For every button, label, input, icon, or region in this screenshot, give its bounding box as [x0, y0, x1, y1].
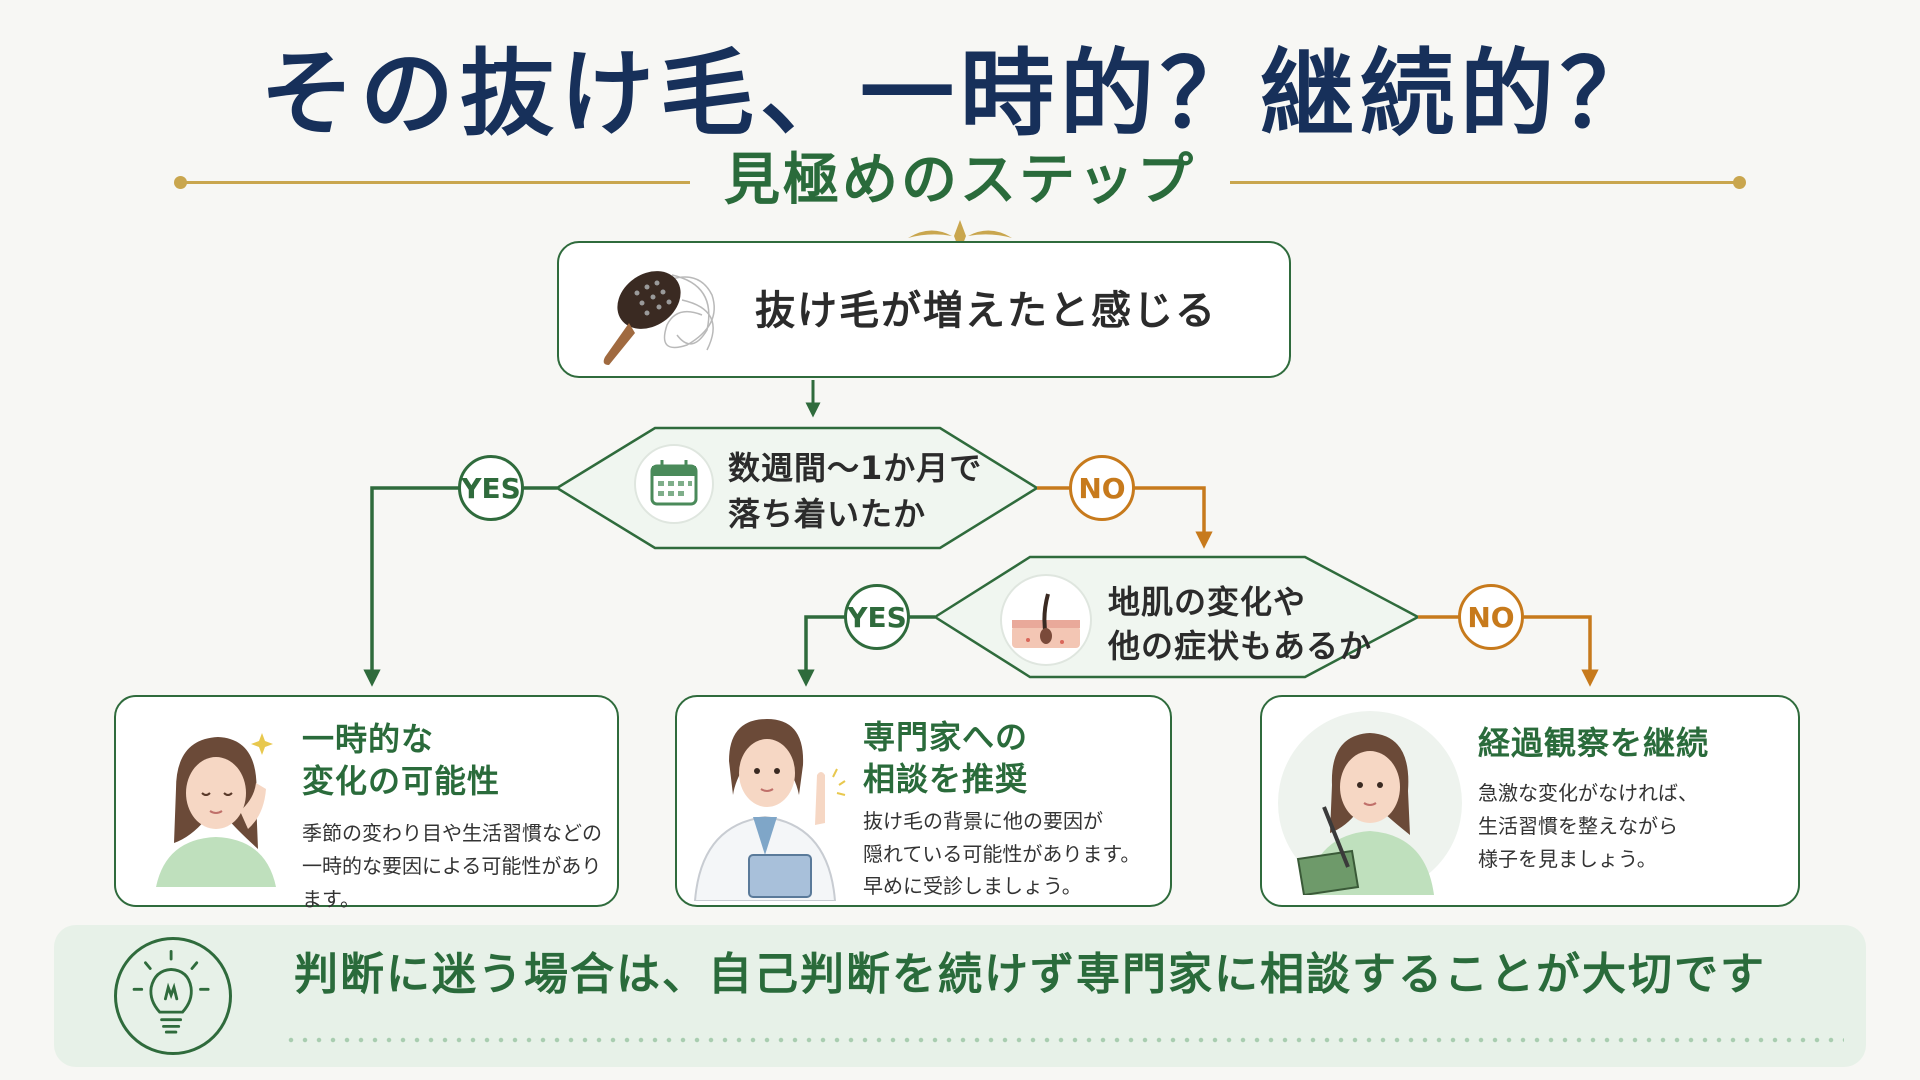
decision2-line2: 他の症状もあるか — [1108, 627, 1373, 665]
card2-title-line1: 専門家への — [863, 718, 1029, 756]
card3-desc-line2: 生活習慣を整えながら — [1478, 814, 1678, 838]
lightbulb-icon — [132, 949, 210, 1034]
decision2-line1: 地肌の変化や — [1108, 583, 1307, 621]
page-title: その抜け毛、一時的？継続的？ — [259, 40, 1660, 149]
card3-avatar — [1278, 711, 1462, 897]
card1-title-line2: 変化の可能性 — [302, 762, 501, 800]
doctor-icon — [693, 719, 846, 902]
start-label: 抜け毛が増えたと感じる — [755, 288, 1217, 334]
page-subtitle: 見極めのステップ — [724, 148, 1196, 213]
card3-title: 経過観察を継続 — [1478, 724, 1710, 762]
decision1-icon-wrap — [634, 444, 714, 524]
result-card-temporary: 一時的な 変化の可能性 季節の変わり目や生活習慣などの 一時的な要因による可能性… — [114, 695, 619, 911]
decision1-no-badge: NO — [1069, 455, 1135, 521]
card3-desc-line3: 様子を見ましょう。 — [1478, 847, 1657, 871]
decision2-no-badge: NO — [1458, 584, 1524, 650]
rule-left — [180, 181, 690, 184]
card2-title-line2: 相談を推奨 — [863, 760, 1029, 798]
banner-text: 判断に迷う場合は、自己判断を続けず専門家に相談することが大切です — [294, 949, 1766, 1000]
card2-desc-line2: 隠れている可能性があります。 — [863, 842, 1141, 866]
card1-desc-line1: 季節の変わり目や生活習慣などの — [302, 821, 602, 845]
card3-desc-line1: 急激な変化がなければ、 — [1478, 781, 1698, 805]
banner-icon-wrap — [114, 937, 232, 1055]
woman-writing-notebook-icon — [1296, 733, 1434, 897]
advice-banner: 判断に迷う場合は、自己判断を続けず専門家に相談することが大切です — [54, 925, 1866, 1067]
card2-desc-line3: 早めに受診しましょう。 — [863, 874, 1082, 898]
result-card-consult: 専門家への 相談を推奨 抜け毛の背景に他の要因が 隠れている可能性があります。 … — [675, 695, 1172, 907]
start-box: 抜け毛が増えたと感じる — [557, 241, 1291, 378]
decision1-line2: 落ち着いたか — [728, 495, 927, 533]
hairbrush-icon — [603, 271, 715, 365]
decision2-yes-badge: YES — [844, 584, 910, 650]
card1-desc-line2: 一時的な要因による可能性があります。 — [302, 854, 602, 911]
decision2-icon-wrap — [1000, 574, 1092, 666]
hair-follicle-icon — [1012, 593, 1080, 648]
rule-dot-right — [1733, 176, 1746, 189]
result-card-observe: 経過観察を継続 急激な変化がなければ、 生活習慣を整えながら 様子を見ましょう。 — [1260, 695, 1800, 907]
subtitle-row: 見極めのステップ — [0, 145, 1920, 215]
card1-title-line1: 一時的な — [302, 720, 435, 758]
card2-avatar — [685, 705, 847, 902]
card1-avatar — [136, 719, 296, 887]
banner-dotted-rule — [284, 1037, 1844, 1043]
decision1-yes-badge: YES — [458, 455, 524, 521]
calendar-icon — [650, 460, 698, 506]
card2-desc-line1: 抜け毛の背景に他の要因が — [863, 809, 1103, 833]
woman-touching-hair-icon — [156, 733, 276, 887]
rule-right — [1230, 181, 1740, 184]
decision1-line1: 数週間〜1か月で — [728, 449, 983, 487]
